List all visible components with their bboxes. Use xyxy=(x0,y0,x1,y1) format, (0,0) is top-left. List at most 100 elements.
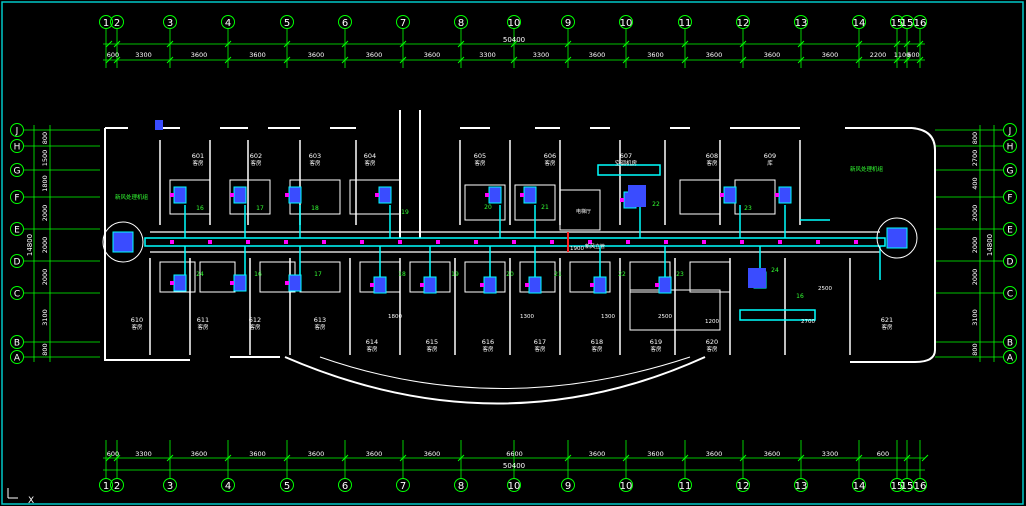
room-name-lower: 客房 xyxy=(366,345,378,353)
elevator-note: 电梯厅 xyxy=(576,208,591,215)
bottom-axis-bubble xyxy=(561,478,575,492)
bottom-seg-dim-text: 3600 xyxy=(191,450,208,458)
top-axis-label: 10 xyxy=(620,18,633,29)
room-name-lower: 客房 xyxy=(706,345,718,353)
right-axis-bubble xyxy=(1003,286,1017,300)
ahu-west-unit xyxy=(112,231,134,253)
fan-coil-unit xyxy=(288,274,302,292)
room-name-lower: 客房 xyxy=(249,323,261,331)
right-seg-dim-text: 2700 xyxy=(971,150,979,167)
dim-tick xyxy=(797,454,805,462)
dim-tick xyxy=(105,40,113,48)
room-number-upper: 609 xyxy=(764,152,776,160)
dim-tick xyxy=(399,40,407,48)
dim-tick xyxy=(224,56,232,64)
fcu-marker xyxy=(720,193,724,197)
dim-tick xyxy=(113,454,121,462)
left-seg-dim-text: 2000 xyxy=(41,269,49,286)
bottom-axis-bubble xyxy=(110,478,124,492)
left-axis-bubble xyxy=(10,190,24,204)
equipment-tag: 22 xyxy=(618,271,626,278)
fan-coil-unit xyxy=(523,186,537,204)
fcu-marker xyxy=(775,193,779,197)
room-name-lower: 客房 xyxy=(881,323,893,331)
fan-coil-unit xyxy=(593,276,607,294)
right-axis-label: J xyxy=(1008,127,1012,137)
diffuser-marker xyxy=(208,240,212,244)
top-left-marker xyxy=(155,120,163,130)
diffuser-marker xyxy=(360,240,364,244)
diffuser-marker xyxy=(398,240,402,244)
bottom-axis-bubble xyxy=(678,478,692,492)
top-seg-dim-text: 3600 xyxy=(706,51,723,59)
bottom-seg-dim-text: 6600 xyxy=(506,450,523,458)
dim-tick xyxy=(681,56,689,64)
left-axis-label: D xyxy=(14,258,21,268)
right-axis-label: A xyxy=(1007,354,1014,364)
room-number-lower: 615 xyxy=(426,338,438,346)
bathroom-block xyxy=(464,184,506,221)
right-axis-bubble xyxy=(1003,254,1017,268)
top-axis-label: 15 xyxy=(901,18,914,29)
small-dim-text: 1900 xyxy=(570,246,584,252)
fan-coil-unit xyxy=(373,276,387,294)
fcu-marker xyxy=(520,193,524,197)
right-axis-bubble xyxy=(1003,335,1017,349)
fan-coil-unit xyxy=(723,186,737,204)
left-axis-bubble xyxy=(10,335,24,349)
room-name-upper: 客房 xyxy=(706,159,718,167)
east-wall xyxy=(850,127,936,363)
dim-tick xyxy=(681,40,689,48)
top-seg-dim-text: 3600 xyxy=(764,51,781,59)
top-seg-dim-text: 600 xyxy=(907,51,919,59)
dim-tick xyxy=(921,454,929,462)
room-number-lower: 613 xyxy=(314,316,326,324)
diffuser-marker xyxy=(246,240,250,244)
fcu-marker xyxy=(285,281,289,285)
dim-tick xyxy=(166,454,174,462)
right-axis-label: D xyxy=(1007,258,1014,268)
room-name-lower: 客房 xyxy=(426,345,438,353)
bottom-seg-dim-text: 3600 xyxy=(249,450,266,458)
dim-tick xyxy=(283,56,291,64)
room-name-lower: 客房 xyxy=(314,323,326,331)
left-axis-bubble xyxy=(10,350,24,364)
dim-tick xyxy=(457,56,465,64)
text-layer: 601客房602客房603客房604客房605客房606客房607空调机房608… xyxy=(115,152,893,353)
room-number-lower: 620 xyxy=(706,338,718,346)
riser-note: 新风立管 xyxy=(585,243,605,250)
left-axis-bubble xyxy=(10,139,24,153)
fan-coil-unit xyxy=(528,276,542,294)
bottom-axis-bubble xyxy=(890,478,904,492)
bottom-axis-bubble xyxy=(507,478,521,492)
bottom-seg-dim-text: 3300 xyxy=(135,450,152,458)
bathroom-block xyxy=(199,261,236,293)
room-name-lower: 客房 xyxy=(650,345,662,353)
room-number-lower: 612 xyxy=(249,316,261,324)
small-dim-text: 1300 xyxy=(520,314,534,320)
top-seg-dim-text: 3600 xyxy=(308,51,325,59)
right-ahu-note: 新风处理机组 xyxy=(850,165,884,173)
fcu-marker xyxy=(170,193,174,197)
dim-tick xyxy=(855,454,863,462)
left-axis-label: G xyxy=(14,167,21,177)
top-axis-label: 1 xyxy=(103,18,109,29)
fan-coil-unit xyxy=(233,274,247,292)
dim-tick xyxy=(399,56,407,64)
right-axis-bubble xyxy=(1003,163,1017,177)
diffuser-marker xyxy=(512,240,516,244)
fan-coil-unit xyxy=(288,186,302,204)
dim-tick xyxy=(739,56,747,64)
bottom-seg-dim-text: 600 xyxy=(107,450,119,458)
top-axis-label: 3 xyxy=(167,18,173,29)
diffuser-marker xyxy=(702,240,706,244)
bottom-axis-bubble xyxy=(221,478,235,492)
dim-tick xyxy=(341,56,349,64)
right-seg-dim-text: 2000 xyxy=(971,205,979,222)
room-name-lower: 客房 xyxy=(482,345,494,353)
bottom-axis-bubble xyxy=(163,478,177,492)
dim-tick xyxy=(797,40,805,48)
top-axis-label: 13 xyxy=(795,18,808,29)
dim-tick xyxy=(903,454,911,462)
